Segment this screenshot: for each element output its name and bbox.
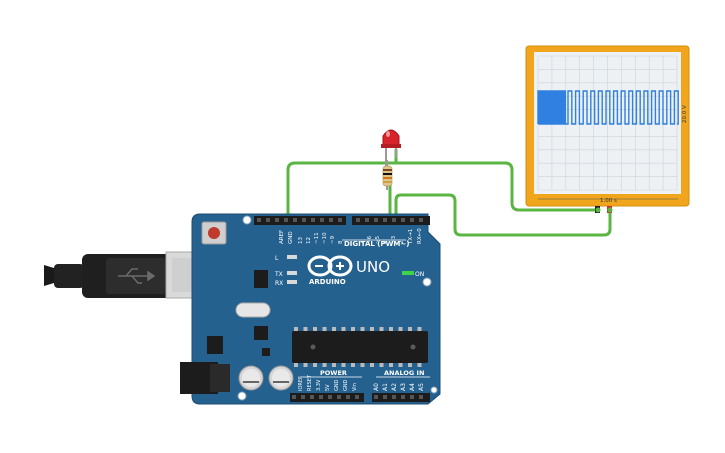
pin-label: 4 [383,240,389,244]
capacitor-2 [268,365,294,391]
pin-label: 2 [399,241,405,245]
pin-label: 5V [325,384,331,391]
pin-label: Vin [352,383,358,391]
pin-label: GND [288,231,294,244]
pin-label: RX←0 [417,228,423,244]
power-led [402,271,414,275]
pin-label: GND [334,379,340,391]
uno-logo-text: UNO [356,258,390,276]
pin-label: AREF [279,230,285,244]
arduino-logo [307,255,353,277]
crystal [235,302,271,318]
scope-trace [537,90,679,125]
resistor[interactable] [382,160,393,190]
pin-label: 7 [359,240,365,244]
pin-label: A3 [400,383,407,391]
pin-label: GND [343,379,349,391]
pin-label: 12 [306,237,312,244]
pin-label: A0 [373,383,380,391]
capacitor-1 [238,365,264,391]
pin-label: A5 [418,383,425,391]
tx-led [287,271,297,275]
rx-led-label: RX [275,280,283,287]
digital-pin-header[interactable] [254,216,430,225]
scope-voltage-label: 20.0 V [682,105,688,123]
pin-label: TX→1 [408,229,414,245]
oscilloscope[interactable]: 20.0 V 1.00 s [525,45,690,213]
pin-label: ~10 [322,232,328,244]
arduino-brand-text: ARDUINO [309,278,346,286]
pin-label: A2 [391,383,398,391]
atmega-chip [292,327,428,367]
digital-header-label: DIGITAL (PWM~) [344,240,409,248]
on-label: ON [415,271,424,278]
scope-time-label: 1.00 s [600,198,617,204]
usb-icon [118,268,156,284]
small-chip [254,326,268,340]
power-header-label: POWER [320,369,347,377]
wire-pin3-to-scope[interactable] [394,193,612,237]
red-led[interactable] [381,129,401,168]
l-led-label: L [275,255,279,262]
pin-label: 13 [298,237,304,244]
l-led [287,255,297,259]
usb-chip [254,270,268,288]
pin-label: ~9 [330,235,336,244]
power-jack [180,362,230,394]
voltage-regulator [207,336,223,354]
pin-label: ~11 [314,232,320,244]
tx-led-label: TX [274,271,283,278]
pin-label: 8 [338,240,344,244]
pin-label: IOREF [298,376,304,391]
pin-label: A1 [382,383,389,391]
power-pin-header[interactable] [290,393,430,402]
wire-gnd-to-scope[interactable] [286,161,600,224]
pin-label: A4 [409,383,416,391]
analog-header-label: ANALOG IN [384,369,424,377]
rx-led [287,280,297,284]
reset-button[interactable] [201,221,227,245]
pin-label: RESET [307,374,313,391]
pin-label: 3.3V [316,379,322,391]
